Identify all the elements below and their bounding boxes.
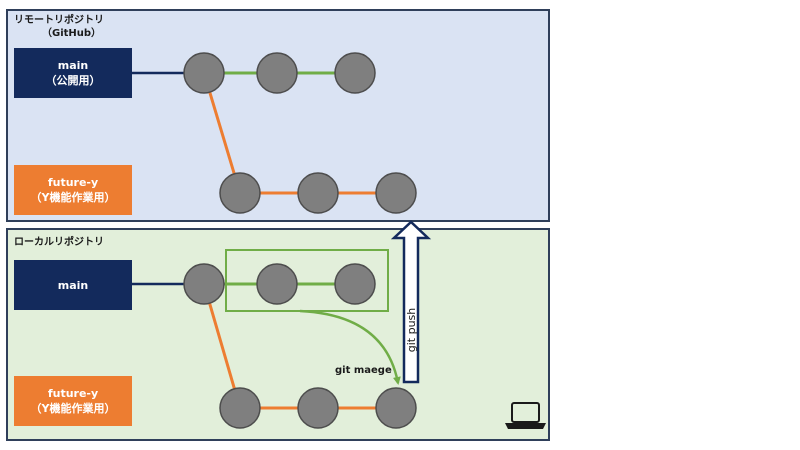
local-branch-off-link	[202, 283, 242, 409]
local-future-branch-box: future-y （Y機能作業用）	[14, 376, 132, 426]
remote-title-line2: （GitHub）	[42, 28, 102, 39]
local-main-commit-2	[256, 263, 298, 305]
local-future-commit-1	[219, 387, 261, 429]
merge-label: git maege	[335, 365, 392, 376]
local-main-commit-1	[183, 263, 225, 305]
remote-main-commit-3	[334, 52, 376, 94]
remote-future-commit-3	[375, 172, 417, 214]
remote-repository-title: リモートリポジトリ （GitHub）	[14, 14, 104, 40]
remote-future-branch-note: （Y機能作業用）	[30, 191, 116, 204]
local-future-commit-2	[297, 387, 339, 429]
remote-future-commit-1	[219, 172, 261, 214]
local-future-commit-3	[375, 387, 417, 429]
remote-future-branch-name: future-y	[47, 176, 99, 189]
local-future-branch-name: future-y	[47, 387, 99, 400]
remote-main-branch-box: main （公開用）	[14, 48, 132, 98]
local-main-commit-3	[334, 263, 376, 305]
push-arrow	[390, 220, 432, 384]
local-future-branch-note: （Y機能作業用）	[30, 402, 116, 415]
local-main-branch-name: main	[57, 278, 89, 292]
remote-main-branch-note: （公開用）	[45, 74, 101, 87]
local-repository-title: ローカルリポジトリ	[14, 237, 104, 248]
merge-arrow	[299, 309, 401, 385]
laptop-icon	[505, 402, 546, 429]
remote-title-line1: リモートリポジトリ	[14, 15, 104, 26]
remote-main-commit-1	[183, 52, 225, 94]
remote-main-commit-2	[256, 52, 298, 94]
remote-branch-off-link	[202, 72, 242, 194]
remote-future-commit-2	[297, 172, 339, 214]
remote-future-branch-box: future-y （Y機能作業用）	[14, 165, 132, 215]
local-main-branch-box: main	[14, 260, 132, 310]
push-label: git push	[405, 308, 418, 353]
remote-main-branch-name: main	[57, 59, 89, 72]
